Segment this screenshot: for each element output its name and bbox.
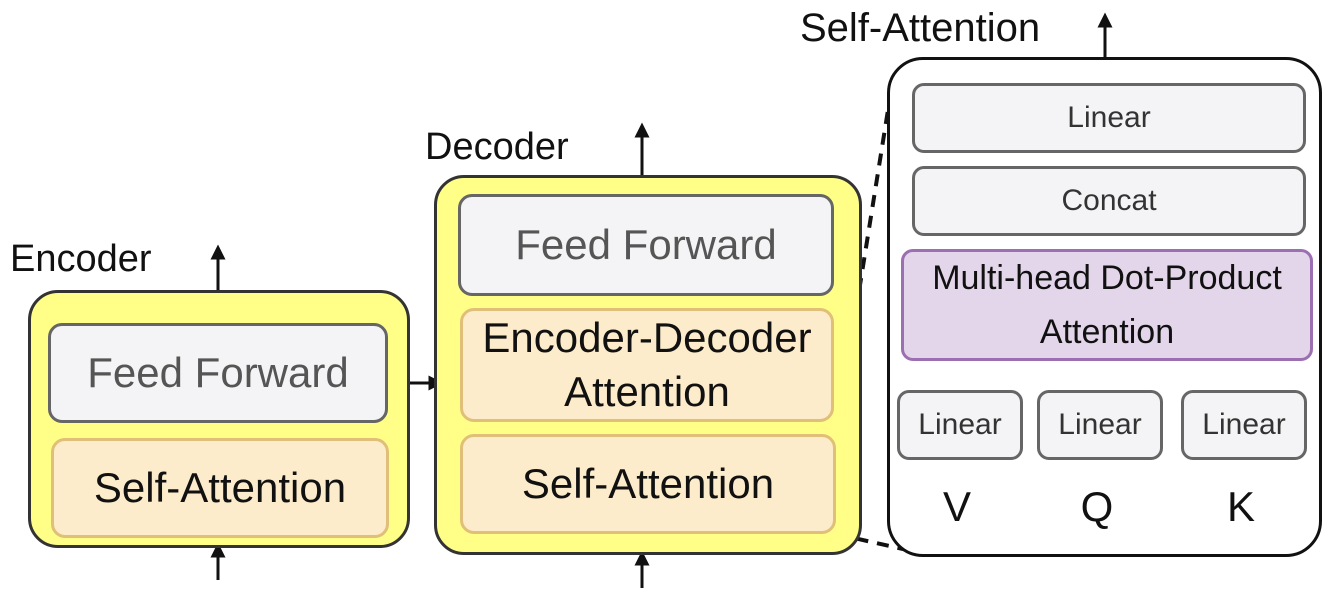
detail-title: Self-Attention [800, 6, 1041, 50]
encoder-feed-forward: Feed Forward [48, 323, 388, 423]
encoder-block: Feed Forward Self-Attention [28, 290, 410, 548]
detail-linear-v: Linear [897, 390, 1023, 460]
input-k: K [1226, 483, 1255, 530]
decoder-enc-dec-attention: Encoder-Decoder Attention [460, 308, 834, 422]
detail-linear-k: Linear [1181, 390, 1307, 460]
decoder-self-attention: Self-Attention [460, 434, 836, 534]
detail-multihead-attention: Multi-head Dot-Product Attention [901, 249, 1313, 361]
zoom-line-top [834, 109, 890, 436]
detail-linear-q: Linear [1037, 390, 1163, 460]
decoder-title: Decoder [425, 126, 569, 168]
encoder-title: Encoder [10, 238, 152, 280]
detail-panel: Linear Concat Multi-head Dot-Product Att… [887, 57, 1322, 557]
input-q: Q [1080, 483, 1114, 530]
detail-linear-top: Linear [912, 83, 1306, 153]
decoder-block: Feed Forward Encoder-Decoder Attention S… [434, 175, 862, 555]
decoder-feed-forward: Feed Forward [458, 194, 834, 296]
encoder-self-attention: Self-Attention [51, 438, 389, 538]
input-v: V [942, 483, 971, 530]
detail-concat: Concat [912, 166, 1306, 236]
